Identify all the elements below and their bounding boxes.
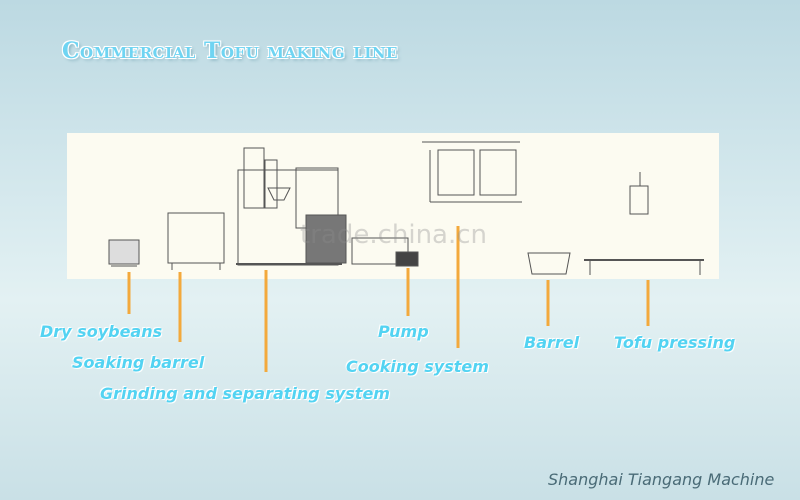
tank bbox=[295, 167, 347, 264]
dry-soybeans-tray bbox=[108, 239, 140, 267]
label-grinding-system: Grinding and separating system bbox=[100, 384, 390, 403]
label-tofu-pressing: Tofu pressing bbox=[614, 333, 736, 352]
leader-lines bbox=[127, 226, 650, 372]
label-pump: Pump bbox=[378, 322, 429, 341]
watermark: trade.china.cn bbox=[300, 220, 488, 250]
pump bbox=[351, 237, 419, 267]
grinding-system bbox=[236, 147, 342, 266]
label-barrel: Barrel bbox=[524, 333, 580, 352]
diagram-title: Commercial Tofu making line bbox=[62, 38, 398, 64]
tofu-pressing bbox=[584, 172, 704, 275]
label-soaking-barrel: Soaking barrel bbox=[72, 353, 205, 372]
cooking-system bbox=[422, 141, 522, 203]
label-dry-soybeans: Dry soybeans bbox=[40, 322, 163, 341]
soaking-barrel bbox=[167, 212, 225, 270]
barrel bbox=[527, 252, 571, 275]
label-cooking-system: Cooking system bbox=[346, 357, 489, 376]
equipment-panel bbox=[67, 133, 719, 279]
company-name: Shanghai Tiangang Machine bbox=[548, 470, 775, 489]
